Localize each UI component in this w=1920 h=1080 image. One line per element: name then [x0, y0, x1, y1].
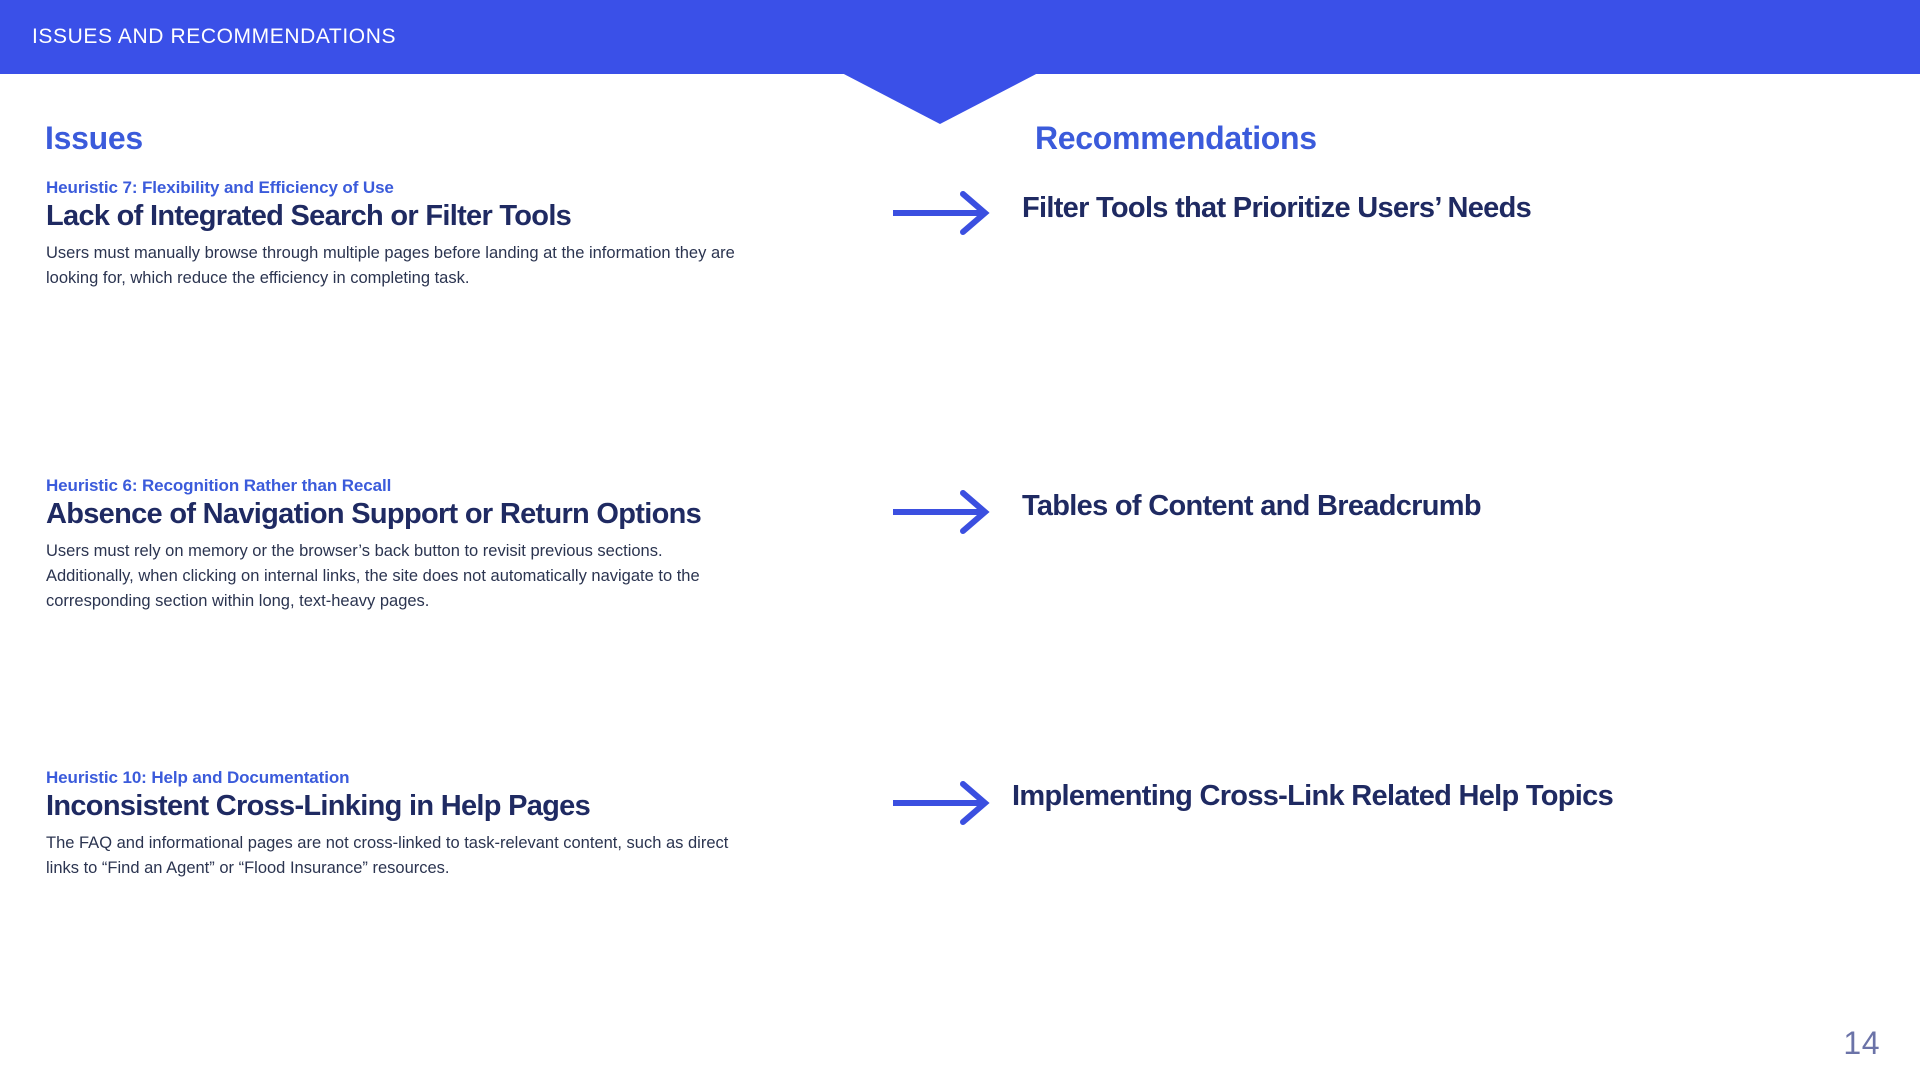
heuristic-label: Heuristic 10: Help and Documentation [46, 768, 350, 787]
issue-block: Heuristic 6: Recognition Rather than Rec… [46, 476, 926, 614]
issue-title: Absence of Navigation Support or Return … [46, 498, 702, 530]
arrow-right-icon [890, 190, 1000, 236]
recommendations-column-heading: Recommendations [1035, 120, 1317, 156]
page-number: 14 [1843, 1025, 1880, 1061]
recommendation-text: Tables of Content and Breadcrumb [1022, 490, 1482, 522]
issue-title: Inconsistent Cross-Linking in Help Pages [46, 790, 591, 822]
heuristic-label: Heuristic 7: Flexibility and Efficiency … [46, 178, 394, 197]
issue-block: Heuristic 7: Flexibility and Efficiency … [46, 178, 926, 291]
issue-title: Lack of Integrated Search or Filter Tool… [46, 200, 572, 232]
issues-column-heading: Issues [45, 120, 143, 156]
header-bar: ISSUES AND RECOMMENDATIONS [0, 0, 1920, 74]
recommendation-text: Implementing Cross-Link Related Help Top… [1012, 780, 1614, 812]
issue-description: Users must manually browse through multi… [46, 244, 735, 288]
issue-description: Users must rely on memory or the browser… [46, 542, 700, 611]
issue-description: The FAQ and informational pages are not … [46, 834, 729, 878]
recommendation-text: Filter Tools that Prioritize Users’ Need… [1022, 192, 1532, 224]
header-chevron-notch [840, 72, 1040, 124]
heuristic-label: Heuristic 6: Recognition Rather than Rec… [46, 476, 392, 495]
issue-block: Heuristic 10: Help and Documentation Inc… [46, 768, 926, 881]
arrow-right-icon [890, 489, 1000, 535]
arrow-right-icon [890, 780, 1000, 826]
page-title: ISSUES AND RECOMMENDATIONS [32, 25, 397, 48]
